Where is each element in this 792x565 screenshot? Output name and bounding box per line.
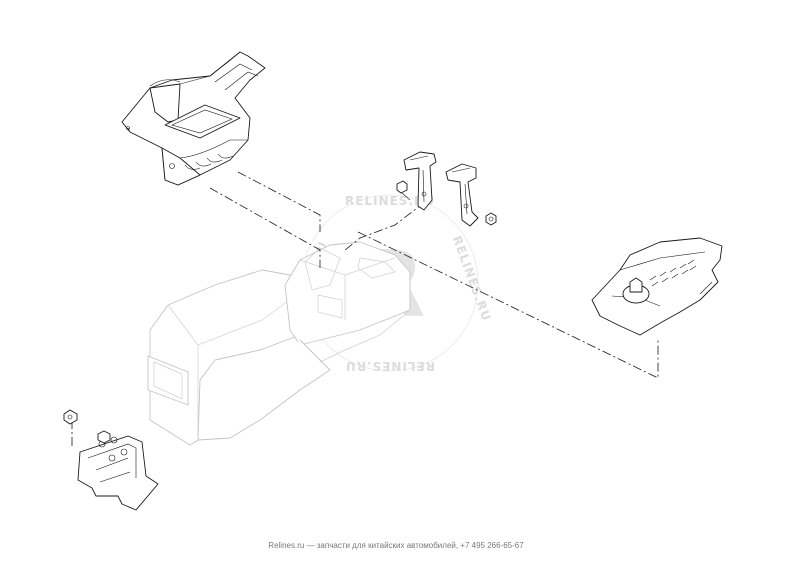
- leader-upper-panel: [209, 187, 321, 268]
- leader-upper-panel-2: [237, 171, 321, 232]
- clip-fastener: [63, 409, 78, 425]
- bracket-bolt: [396, 180, 411, 201]
- leader-lines: [71, 171, 659, 448]
- leader-bracket: [344, 201, 426, 251]
- watermark-text-top: RELINES.RU: [345, 194, 435, 208]
- upper-console-panel-with-storage: [121, 51, 266, 186]
- rear-console-bracket: [77, 430, 159, 511]
- gear-shift-trim-panel: [591, 237, 723, 336]
- watermark-text-bottom: RELINES.RU: [345, 359, 435, 373]
- center-console-body: [147, 241, 411, 446]
- leader-shift-trim: [357, 231, 659, 379]
- footer-caption: Relines.ru — запчасти для китайских авто…: [268, 541, 524, 550]
- right-mounting-bracket: [445, 163, 479, 227]
- left-mounting-bracket: [403, 151, 437, 211]
- watermark-text-right: RELINES.RU: [450, 234, 494, 323]
- bracket-nut: [485, 212, 497, 226]
